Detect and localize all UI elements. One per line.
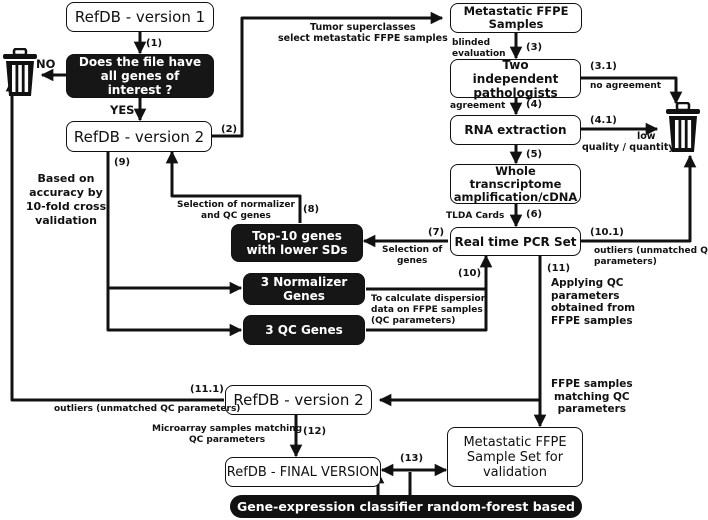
step-label-8: (8)	[303, 204, 320, 215]
trash-can-icon	[1, 47, 39, 98]
arrow-step-8	[165, 150, 302, 223]
metastatic-ffpe-sample-set-box: Metastatic FFPE Sample Set for validatio…	[447, 427, 583, 487]
step-label-7: (7)	[428, 227, 445, 238]
whole-transcriptome-amplification-box: Whole transcriptome amplification/cDNA	[450, 164, 581, 204]
agreement-label: agreement	[450, 101, 506, 111]
step-label-11-1: (11.1)	[190, 384, 224, 395]
genes-of-interest-question-box: Does the file have all genes of interest…	[66, 54, 214, 98]
no-label: NO	[36, 57, 56, 71]
step-label-9: (9)	[114, 157, 131, 168]
line-qc-to-pcr	[366, 289, 488, 332]
arrow-step-3-1	[581, 76, 683, 105]
arrow-step-11-1	[378, 356, 542, 407]
normalizer-genes-box: 3 Normalizer Genes	[243, 273, 365, 305]
refdb-version-1-box: RefDB - version 1	[66, 2, 214, 32]
step-label-13: (13)	[400, 453, 424, 464]
arrow-outliers-11-1	[5, 78, 224, 402]
step-label-2: (2)	[221, 124, 238, 135]
rna-extraction-box: RNA extraction	[450, 115, 581, 145]
refdb-version-2-box: RefDB - version 2	[66, 121, 212, 152]
tlda-cards-label: TLDA Cards	[446, 211, 505, 221]
arrow-step-2	[212, 11, 444, 138]
arrow-step-10-1	[581, 154, 697, 243]
step-label-10-1: (10.1)	[590, 227, 624, 238]
two-pathologists-box: Two independent pathologists	[450, 58, 581, 100]
classifier-banner: Gene-expression classifier random-forest…	[230, 495, 582, 518]
step-label-6: (6)	[526, 209, 543, 220]
step-label-10: (10)	[458, 268, 482, 279]
step-label-11: (11)	[547, 263, 571, 274]
step-label-3: (3)	[526, 42, 543, 53]
real-time-pcr-set-box: Real time PCR Set	[450, 227, 581, 256]
no-agreement-label: no agreement	[590, 81, 662, 91]
step-label-4: (4)	[526, 99, 543, 110]
refdb-version-2-second-box: RefDB - version 2	[225, 385, 372, 415]
step-label-1: (1)	[146, 38, 163, 49]
yes-label: YES	[110, 103, 135, 117]
top-10-genes-box: Top-10 genes with lower SDs	[231, 224, 363, 262]
step-label-4-1: (4.1)	[590, 115, 617, 126]
outliers-11-1-label: outliers (unmatched QC parameters)	[54, 404, 241, 414]
qc-genes-box: 3 QC Genes	[243, 315, 365, 345]
metastatic-ffpe-samples-box: Metastatic FFPE Samples	[450, 3, 582, 33]
refdb-final-version-box: RefDB - FINAL VERSION	[225, 457, 381, 487]
step-label-12: (12)	[303, 426, 327, 437]
step-label-5: (5)	[526, 149, 543, 160]
step-label-3-1: (3.1)	[590, 61, 617, 72]
line-step-9	[106, 152, 241, 332]
trash-can-icon	[664, 101, 702, 154]
